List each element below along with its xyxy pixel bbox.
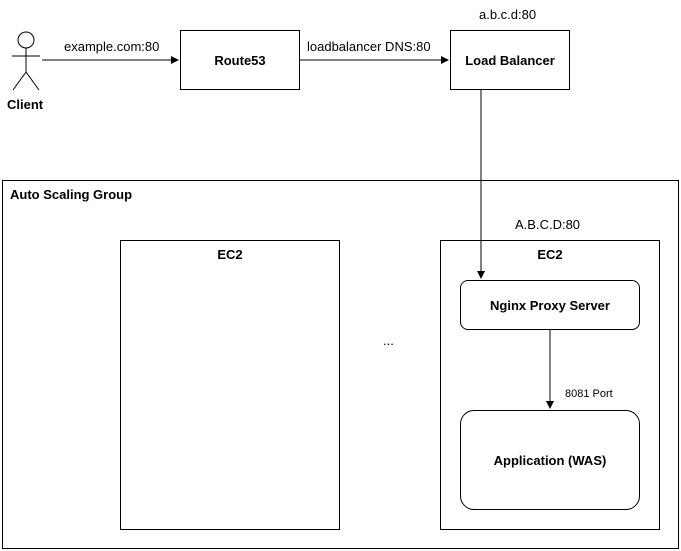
application-was-label: Application (WAS)	[493, 452, 607, 468]
route53-label: Route53	[214, 52, 266, 68]
ec2-right-address: A.B.C.D:80	[515, 217, 581, 232]
nginx-proxy-server-label: Nginx Proxy Server	[490, 297, 610, 313]
more-instances-ellipsis: ...	[383, 333, 394, 348]
load-balancer-label: Load Balancer	[465, 52, 555, 68]
ec2-left-title: EC2	[217, 247, 243, 262]
application-was: Application (WAS)	[460, 410, 640, 510]
load-balancer-address: a.b.c.d:80	[479, 7, 537, 22]
client-to-route53-label: example.com:80	[64, 39, 160, 54]
nginx-to-app-port-label: 8081 Port	[565, 388, 613, 400]
auto-scaling-group-title: Auto Scaling Group	[10, 187, 133, 202]
client-actor-icon	[12, 31, 40, 91]
nginx-proxy-server: Nginx Proxy Server	[460, 280, 640, 330]
load-balancer-node: Load Balancer	[450, 30, 570, 90]
route53-node: Route53	[180, 30, 300, 90]
route53-to-lb-label: loadbalancer DNS:80	[307, 39, 431, 54]
ec2-right-title: EC2	[537, 247, 563, 262]
client-label: Client	[7, 97, 44, 112]
ec2-instance-left: EC2	[120, 240, 340, 530]
